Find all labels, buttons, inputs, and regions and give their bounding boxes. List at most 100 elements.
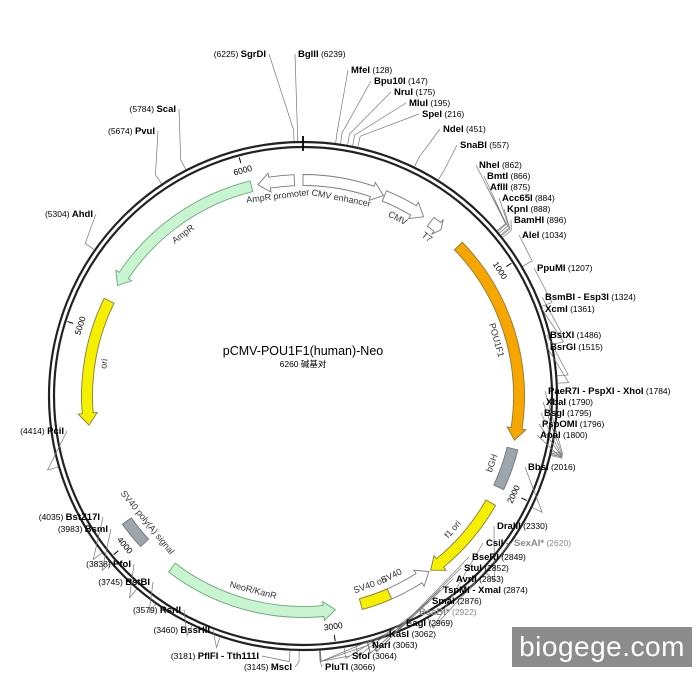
site-position: (6225) bbox=[214, 49, 241, 59]
restriction-site-label: (3145) MscI bbox=[244, 662, 292, 673]
site-position: (557) bbox=[487, 140, 509, 150]
site-position: - bbox=[503, 538, 508, 548]
site-leader-line bbox=[502, 219, 512, 238]
restriction-site-label: BstXI (1486) bbox=[550, 330, 601, 341]
restriction-site-label: StuI (2852) bbox=[464, 563, 509, 574]
site-name: NdeI bbox=[443, 124, 464, 135]
site-position: (4414) bbox=[20, 426, 47, 436]
site-leader-line bbox=[212, 629, 221, 649]
restriction-site-label: BbsI (2016) bbox=[528, 462, 576, 473]
restriction-site-label: (3838) PfoI bbox=[86, 559, 131, 570]
feature-sv40-polya bbox=[121, 517, 150, 548]
restriction-site-label: SmaI (2876) bbox=[432, 596, 482, 607]
site-leader-line bbox=[533, 267, 553, 307]
site-leader-line bbox=[483, 175, 507, 232]
site-name: Acc65I bbox=[502, 193, 533, 204]
site-name: MluI bbox=[409, 98, 428, 109]
site-position: (2852) bbox=[482, 563, 509, 573]
site-leader-line bbox=[319, 650, 323, 668]
restriction-site-label: (5674) PvuI bbox=[108, 126, 155, 137]
site-name: ScaI bbox=[156, 104, 176, 115]
site-name: RsrII bbox=[160, 605, 181, 616]
site-name: PflFI - Tth111I bbox=[198, 651, 259, 662]
site-leader-line bbox=[294, 53, 298, 142]
feature-label-ori: ori bbox=[98, 358, 109, 369]
site-name: TspMI - XmaI bbox=[443, 585, 501, 596]
site-name: BamHI bbox=[514, 215, 544, 226]
site-name: SmaI bbox=[432, 596, 455, 607]
scale-tick bbox=[238, 157, 242, 164]
site-leader-line bbox=[524, 466, 543, 514]
site-leader-line bbox=[92, 516, 104, 561]
site-name: PspOMI bbox=[542, 419, 577, 430]
plasmid-title: pCMV-POU1F1(human)-Neo bbox=[223, 344, 384, 358]
site-position: (3579) bbox=[133, 605, 160, 615]
feature-label-t7: T7 bbox=[420, 230, 434, 244]
site-leader-line bbox=[268, 53, 295, 142]
site-name: EagI bbox=[406, 618, 426, 629]
scale-tick bbox=[333, 634, 336, 641]
site-leader-line bbox=[536, 434, 563, 459]
site-leader-line bbox=[427, 542, 512, 629]
site-name: PpuMI bbox=[537, 263, 566, 274]
scale-tick-label: 3000 bbox=[323, 620, 343, 632]
scale-tick bbox=[113, 550, 119, 556]
site-name: PaeR7I - PspXI - XhoI bbox=[548, 386, 644, 397]
site-name: KpnI bbox=[507, 204, 528, 215]
restriction-site-label: PpuMI (1207) bbox=[537, 263, 593, 274]
site-position: (896) bbox=[544, 215, 566, 225]
restriction-site-label: BamHI (896) bbox=[514, 215, 566, 226]
site-position: (6239) bbox=[319, 49, 346, 59]
site-position: (1034) bbox=[539, 230, 566, 240]
restriction-site-label: NarI (3063) bbox=[372, 640, 418, 651]
site-position: (5784) bbox=[130, 104, 157, 114]
site-leader-line bbox=[546, 334, 569, 377]
plasmid-size: 6260 碱基对 bbox=[280, 359, 327, 369]
feature-cmv-enhancer bbox=[302, 174, 385, 202]
site-name: AflII bbox=[490, 182, 508, 193]
scale-tick-label: 1000 bbox=[491, 260, 510, 282]
site-position: (3145) bbox=[244, 662, 271, 672]
watermark: biogege.com bbox=[512, 627, 692, 667]
site-name: AvrII bbox=[456, 574, 477, 585]
site-name: BsmI bbox=[85, 524, 108, 535]
restriction-site-label: (5304) AhdI bbox=[45, 209, 93, 220]
site-position: (1324) bbox=[609, 292, 636, 302]
site-position: (2853) bbox=[477, 574, 504, 584]
restriction-site-label: KasI (3062) bbox=[389, 629, 436, 640]
scale-tick-label: 2000 bbox=[505, 483, 522, 505]
restriction-site-label: MfeI (128) bbox=[351, 65, 392, 76]
site-leader-line bbox=[101, 528, 112, 572]
site-leader-line bbox=[486, 186, 509, 234]
site-position: (2849) bbox=[499, 552, 526, 562]
site-name: CsiI bbox=[486, 538, 503, 549]
restriction-site-label: CsiI - bbox=[486, 538, 509, 549]
site-leader-line bbox=[437, 144, 458, 181]
site-position: (195) bbox=[428, 98, 450, 108]
site-leader-line bbox=[178, 108, 187, 170]
restriction-site-label: Bpu10I (147) bbox=[374, 76, 428, 87]
site-leader-line bbox=[294, 650, 300, 668]
site-name: BsaBI* bbox=[419, 607, 450, 618]
site-position: (2620) bbox=[544, 538, 571, 548]
site-position: (884) bbox=[533, 193, 555, 203]
restriction-site-label: XcmI (1361) bbox=[545, 304, 595, 315]
site-name: SgrDI bbox=[241, 49, 266, 60]
site-leader-line bbox=[352, 102, 407, 146]
restriction-site-label: BglII (6239) bbox=[298, 49, 346, 60]
restriction-site-label: (6225) SgrDI bbox=[214, 49, 266, 60]
restriction-site-label: XbaI (1790) bbox=[546, 397, 593, 408]
site-position: (3745) bbox=[98, 577, 125, 587]
site-position: (1800) bbox=[561, 430, 588, 440]
site-leader-line bbox=[518, 234, 533, 267]
site-position: (3181) bbox=[171, 651, 198, 661]
feature-neor-kanr bbox=[167, 562, 337, 622]
restriction-site-label: SfoI (3064) bbox=[352, 651, 397, 662]
restriction-site-label: BsmBI - Esp3I (1324) bbox=[545, 292, 636, 303]
site-name: BsrGI bbox=[550, 342, 576, 353]
site-leader-line bbox=[538, 423, 563, 458]
site-position: (3062) bbox=[409, 629, 436, 639]
site-position: (3983) bbox=[58, 524, 85, 534]
